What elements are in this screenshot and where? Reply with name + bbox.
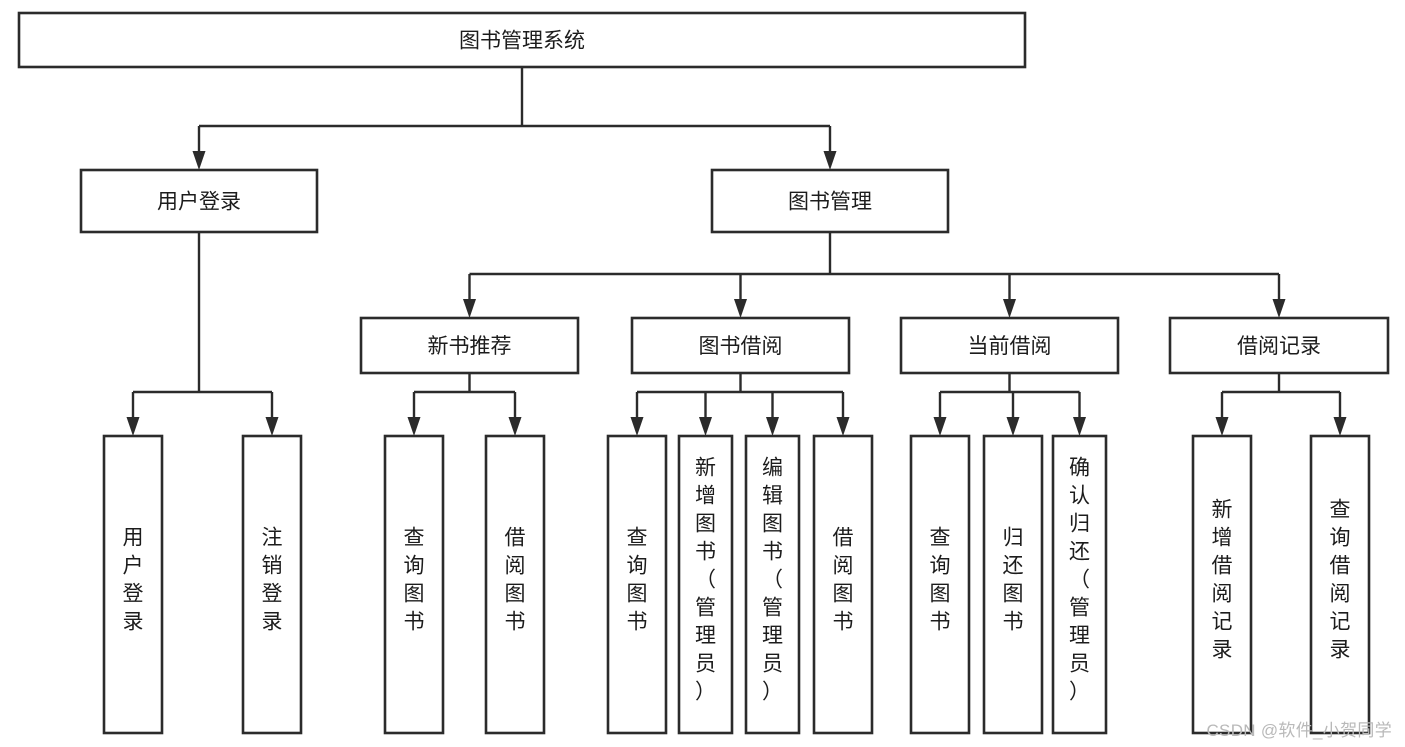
node-n-new-book-rec[interactable]: 新书推荐 [359, 316, 580, 375]
node-l-query-book-a-label: 查询图书 [404, 527, 425, 634]
node-n-new-book-rec-label: 新书推荐 [428, 335, 512, 358]
node-l-query-book-a[interactable]: 查询图书 [383, 434, 445, 735]
node-l-query-record-box [1309, 434, 1371, 735]
node-l-confirm-return-label: 确认归还（管理员） [1069, 457, 1090, 704]
node-l-add-book-box [677, 434, 734, 735]
node-l-confirm-return-box [1051, 434, 1108, 735]
node-l-logout-login-box [241, 434, 303, 735]
node-n-borrow-record[interactable]: 借阅记录 [1168, 316, 1390, 375]
edge-group-root [192, 67, 837, 170]
node-n-borrow-record-box [1168, 316, 1390, 375]
node-l-add-book-label: 新增图书（管理员） [695, 457, 716, 704]
edge-group-n-book-borrow [630, 373, 850, 436]
node-l-add-book[interactable]: 新增图书（管理员） [677, 434, 734, 735]
node-n-user-login[interactable]: 用户登录 [79, 168, 319, 234]
node-l-query-book-a-box [383, 434, 445, 735]
node-l-return-book[interactable]: 归还图书 [982, 434, 1044, 735]
node-l-logout-login-label: 注销登录 [262, 527, 283, 634]
node-n-book-borrow[interactable]: 图书借阅 [630, 316, 851, 375]
node-l-borrow-book-a-label: 借阅图书 [505, 527, 526, 634]
csdn-watermark: CSDN @软件_小贺同学 [1206, 721, 1392, 740]
node-n-book-manage[interactable]: 图书管理 [710, 168, 950, 234]
node-l-borrow-book-a[interactable]: 借阅图书 [484, 434, 546, 735]
node-l-query-book-b-box [606, 434, 668, 735]
node-l-borrow-book-b-box [812, 434, 874, 735]
node-l-edit-book-label: 编辑图书（管理员） [762, 457, 783, 704]
node-n-new-book-rec-box [359, 316, 580, 375]
node-l-query-book-b[interactable]: 查询图书 [606, 434, 668, 735]
node-l-return-book-box [982, 434, 1044, 735]
node-l-edit-book[interactable]: 编辑图书（管理员） [744, 434, 801, 735]
node-n-book-borrow-box [630, 316, 851, 375]
node-l-add-record-label: 新增借阅记录 [1212, 499, 1233, 662]
node-n-current-borrow-box [899, 316, 1120, 375]
node-n-borrow-record-label: 借阅记录 [1237, 335, 1321, 358]
node-l-query-record[interactable]: 查询借阅记录 [1309, 434, 1371, 735]
connector-layer [126, 67, 1347, 436]
node-n-book-manage-box [710, 168, 950, 234]
edge-group-n-current-borrow [933, 373, 1086, 436]
node-l-add-record-box [1191, 434, 1253, 735]
node-n-user-login-label: 用户登录 [157, 191, 241, 214]
node-l-query-book-c-label: 查询图书 [930, 527, 951, 634]
node-l-query-book-b-label: 查询图书 [627, 527, 648, 634]
node-root[interactable]: 图书管理系统 [17, 11, 1027, 69]
edge-group-n-user-login [126, 232, 279, 436]
node-l-borrow-book-a-box [484, 434, 546, 735]
node-n-book-borrow-label: 图书借阅 [699, 335, 783, 358]
node-l-query-book-c-box [909, 434, 971, 735]
node-l-user-login[interactable]: 用户登录 [102, 434, 164, 735]
node-root-box [17, 11, 1027, 69]
node-l-borrow-book-b[interactable]: 借阅图书 [812, 434, 874, 735]
node-l-add-record[interactable]: 新增借阅记录 [1191, 434, 1253, 735]
node-l-query-record-label: 查询借阅记录 [1330, 499, 1351, 662]
node-l-borrow-book-b-label: 借阅图书 [833, 527, 854, 634]
node-n-book-manage-label: 图书管理 [788, 191, 872, 214]
node-n-current-borrow-label: 当前借阅 [968, 335, 1052, 358]
edge-group-n-borrow-record [1215, 373, 1347, 436]
node-l-confirm-return[interactable]: 确认归还（管理员） [1051, 434, 1108, 735]
node-l-return-book-label: 归还图书 [1003, 527, 1024, 634]
node-root-label: 图书管理系统 [459, 30, 585, 53]
node-l-query-book-c[interactable]: 查询图书 [909, 434, 971, 735]
node-n-user-login-box [79, 168, 319, 234]
edge-group-n-book-manage [463, 232, 1286, 318]
node-l-logout-login[interactable]: 注销登录 [241, 434, 303, 735]
node-n-current-borrow[interactable]: 当前借阅 [899, 316, 1120, 375]
node-layer: 图书管理系统用户登录图书管理新书推荐图书借阅当前借阅借阅记录用户登录注销登录查询… [17, 11, 1390, 735]
node-l-user-login-label: 用户登录 [123, 527, 144, 634]
edge-group-n-new-book-rec [407, 373, 522, 436]
node-l-edit-book-box [744, 434, 801, 735]
node-l-user-login-box [102, 434, 164, 735]
